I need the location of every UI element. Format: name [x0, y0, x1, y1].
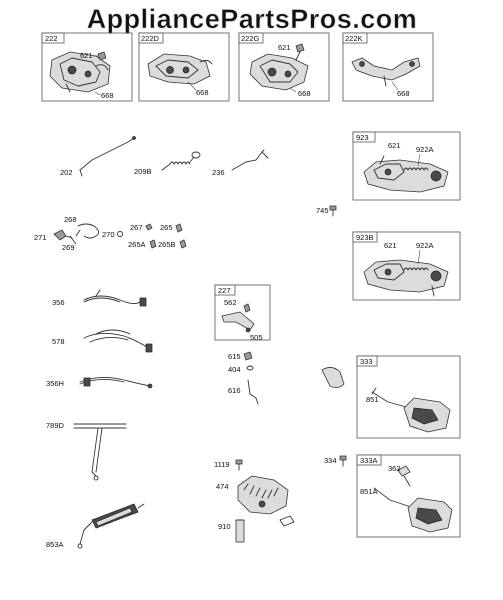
box-923b-id: 923B: [356, 233, 374, 242]
label-505: 505: [250, 333, 263, 342]
control-bracket-227: [221, 303, 255, 333]
watermark: AppliancePartsPros.com: [87, 4, 418, 34]
label-745: 745: [316, 206, 329, 215]
part-236[interactable]: 236: [212, 149, 269, 177]
part-910[interactable]: 910: [218, 515, 295, 543]
box-333a-id: 333A: [360, 456, 378, 465]
governor-bracket-222k: [351, 57, 421, 87]
part-1119[interactable]: 1119: [214, 459, 243, 471]
part-615[interactable]: 615: [228, 351, 253, 361]
part-404[interactable]: 404: [228, 365, 254, 374]
part-789d[interactable]: 789D: [46, 421, 127, 481]
label-268: 268: [64, 215, 77, 224]
label-668: 668: [298, 89, 311, 98]
label-1119: 1119: [214, 460, 230, 469]
part-334[interactable]: 334: [324, 455, 347, 467]
label-356h: 356H: [46, 379, 64, 388]
box-333[interactable]: 333 851: [356, 355, 461, 439]
label-578: 578: [52, 337, 65, 346]
box-923-id: 923: [356, 133, 369, 142]
part-268[interactable]: 268: [64, 215, 99, 239]
label-615: 615: [228, 352, 241, 361]
governor-bracket-222: [49, 51, 111, 93]
box-222-id: 222: [45, 34, 58, 43]
label-265a: 265A: [128, 240, 146, 249]
box-923b[interactable]: 923B 621 922A: [352, 231, 461, 301]
label-267: 267: [130, 223, 143, 232]
label-269: 269: [62, 243, 75, 252]
label-271: 271: [34, 233, 47, 242]
boot-part[interactable]: [321, 367, 345, 388]
label-362: 362: [388, 464, 401, 473]
part-270[interactable]: 270: [102, 230, 123, 239]
box-222d-id: 222D: [141, 34, 160, 43]
part-474[interactable]: 474: [216, 475, 289, 515]
governor-assembly-923b: [363, 259, 449, 297]
box-227[interactable]: 227 562 505: [214, 284, 271, 342]
governor-assembly-923: [363, 155, 449, 193]
label-621: 621: [388, 141, 401, 150]
label-404: 404: [228, 365, 241, 374]
part-209b[interactable]: 209B: [134, 151, 201, 176]
box-923[interactable]: 923 621 922A: [352, 131, 461, 201]
label-202: 202: [60, 168, 73, 177]
box-222g[interactable]: 222G 621 668: [238, 32, 330, 102]
label-209b: 209B: [134, 167, 152, 176]
spring-621-a: [97, 51, 107, 61]
part-265b[interactable]: 265B: [158, 239, 187, 249]
part-265[interactable]: 265: [160, 223, 183, 233]
governor-bracket-222g: [249, 51, 309, 91]
box-227-id: 227: [218, 286, 231, 295]
label-236: 236: [212, 168, 225, 177]
box-222g-id: 222G: [241, 34, 260, 43]
part-356h[interactable]: 356H: [46, 377, 153, 389]
label-616: 616: [228, 386, 241, 395]
box-222[interactable]: 222 621 668: [41, 32, 133, 102]
label-668: 668: [101, 91, 114, 100]
label-270: 270: [102, 230, 115, 239]
part-202[interactable]: 202: [60, 136, 136, 178]
part-616[interactable]: 616: [228, 379, 259, 405]
ignition-armature-333: [371, 387, 451, 433]
part-356[interactable]: 356: [52, 289, 147, 307]
part-265a[interactable]: 265A: [128, 239, 157, 249]
part-853a[interactable]: 853A: [46, 503, 145, 549]
part-271[interactable]: 271: [34, 229, 73, 242]
label-910: 910: [218, 522, 231, 531]
label-265: 265: [160, 223, 173, 232]
part-745[interactable]: 745: [316, 205, 337, 217]
governor-bracket-222d: [147, 53, 213, 85]
label-621: 621: [80, 51, 93, 60]
box-222k[interactable]: 222K 668: [342, 32, 434, 102]
part-269[interactable]: 269: [62, 235, 77, 252]
label-851a: 851A: [360, 487, 378, 496]
label-334: 334: [324, 456, 337, 465]
label-853a: 853A: [46, 540, 64, 549]
label-356: 356: [52, 298, 65, 307]
box-333a[interactable]: 333A 362 851A: [356, 454, 461, 538]
label-851: 851: [366, 395, 379, 404]
label-621: 621: [278, 43, 291, 52]
label-668: 668: [397, 89, 410, 98]
label-922a: 922A: [416, 145, 434, 154]
part-578[interactable]: 578: [52, 329, 153, 353]
box-222k-id: 222K: [345, 34, 363, 43]
label-668: 668: [196, 88, 209, 97]
spring-621-b: [295, 43, 305, 53]
label-474: 474: [216, 482, 229, 491]
label-922a: 922A: [416, 241, 434, 250]
label-621: 621: [384, 241, 397, 250]
box-333-id: 333: [360, 357, 373, 366]
part-267[interactable]: 267: [130, 223, 153, 232]
label-265b: 265B: [158, 240, 176, 249]
box-222d[interactable]: 222D 668: [138, 32, 230, 102]
label-789d: 789D: [46, 421, 65, 430]
label-562: 562: [224, 298, 237, 307]
ignition-armature-333a: [373, 465, 453, 533]
